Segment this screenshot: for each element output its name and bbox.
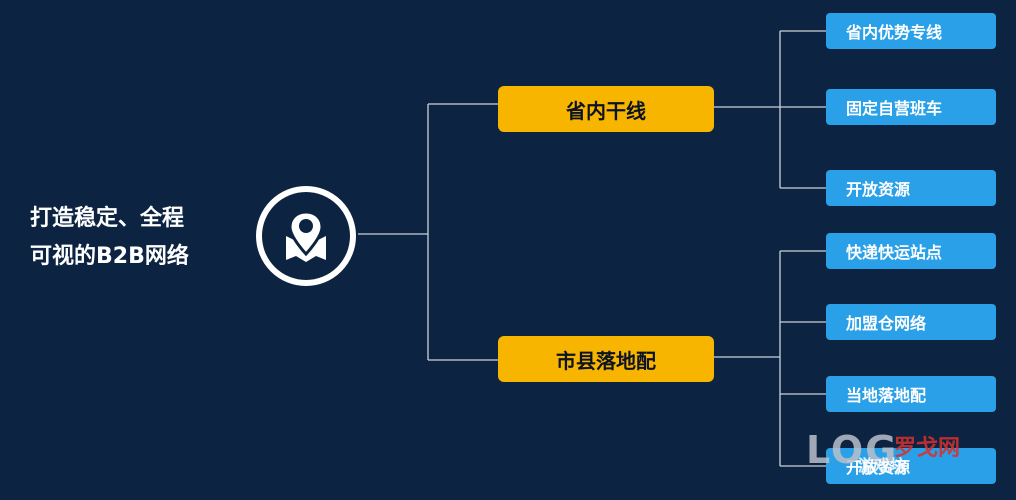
title-line-2: 可视的B2B网络: [30, 244, 189, 269]
leaf-franchise-warehouse: 加盟仓网络: [826, 304, 996, 340]
leaf-open-resources-1: 开放资源: [826, 170, 996, 206]
leaf-express-stations: 快递快运站点: [826, 233, 996, 269]
leaf-provincial-special-line: 省内优势专线: [826, 13, 996, 49]
diagram-title: 打造稳定、全程 可视的B2B网络: [30, 200, 230, 276]
location-map-icon: [254, 184, 358, 288]
title-line-1: 打造稳定、全程: [30, 206, 185, 231]
watermark-logo: LOG: [806, 428, 899, 472]
leaf-local-delivery: 当地落地配: [826, 376, 996, 412]
watermark-sub: 游戏坊: [858, 456, 907, 475]
branch-provincial-trunk: 省内干线: [498, 86, 714, 132]
leaf-open-resources-2: 开放资源: [826, 448, 996, 484]
watermark: LOG 罗戈网 游戏坊: [806, 428, 1011, 490]
branch-county-delivery: 市县落地配: [498, 336, 714, 382]
leaf-fixed-shuttle: 固定自营班车: [826, 89, 996, 125]
watermark-brand: 罗戈网: [894, 436, 961, 461]
